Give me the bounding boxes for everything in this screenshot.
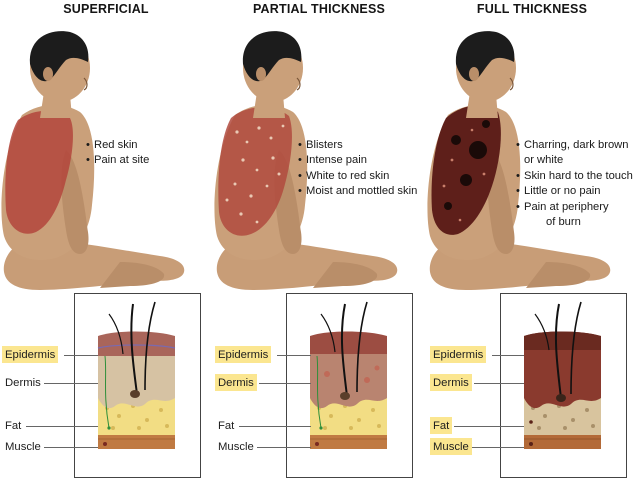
leader-line: [474, 383, 524, 384]
leader-line: [259, 383, 311, 384]
skin-cross-section-inset: [286, 293, 413, 478]
leader-line: [64, 355, 98, 356]
symptom-item: Moist and mottled skin: [298, 184, 417, 200]
leader-line: [454, 426, 524, 427]
burn-area: [218, 107, 292, 236]
label-fat: Fat: [218, 420, 235, 432]
label-fat: Fat: [430, 417, 453, 434]
panel-superficial: SUPERFICIAL Red skin Pain at site: [0, 0, 212, 479]
leader-line: [44, 383, 98, 384]
label-muscle: Muscle: [430, 438, 472, 455]
leader-line: [492, 355, 524, 356]
symptom-list: Red skin Pain at site: [86, 138, 149, 169]
label-muscle: Muscle: [218, 441, 254, 453]
panel-title: PARTIAL THICKNESS: [252, 2, 386, 16]
child-figure-full-thickness: [427, 31, 611, 290]
symptom-item: White to red skin: [298, 169, 417, 185]
skin-cross-section-diagram: [310, 301, 387, 449]
char-patches: [444, 120, 490, 210]
panel-partial-thickness: PARTIAL THICKNESS Blisters Intense pain …: [213, 0, 425, 479]
symptom-item: Skin hard to the touch: [516, 169, 633, 185]
panel-title: SUPERFICIAL: [63, 2, 149, 16]
child-figure-partial-thickness: [214, 31, 398, 290]
label-epidermis: Epidermis: [2, 346, 59, 363]
leader-line: [257, 447, 311, 448]
symptom-list: Charring, dark brown or white Skin hard …: [516, 138, 633, 230]
panel-full-thickness: FULL THICKNESS Charring, dark brown or w…: [426, 0, 638, 479]
symptom-item: Blisters: [298, 138, 417, 154]
skin-cross-section-diagram: [97, 301, 176, 449]
leader-line: [277, 355, 311, 356]
leader-line: [26, 426, 98, 427]
symptom-item: Intense pain: [298, 153, 417, 169]
label-dermis: Dermis: [5, 377, 41, 389]
leader-line: [472, 447, 524, 448]
label-dermis: Dermis: [430, 374, 472, 391]
skin-cross-section-inset: [74, 293, 201, 478]
symptom-item: Pain at periphery: [516, 200, 633, 216]
skin-cross-section-diagram: [524, 301, 601, 449]
symptom-item-continuation: or white: [524, 154, 564, 167]
panel-title: FULL THICKNESS: [476, 2, 588, 16]
label-muscle: Muscle: [5, 441, 41, 453]
label-dermis: Dermis: [215, 374, 257, 391]
symptom-list: Blisters Intense pain White to red skin …: [298, 138, 417, 200]
symptom-item: Little or no pain: [516, 184, 633, 200]
leader-line: [239, 426, 311, 427]
symptom-item-continuation: of burn: [546, 216, 581, 229]
label-epidermis: Epidermis: [215, 346, 272, 363]
symptom-item: Red skin: [86, 138, 149, 154]
leader-line: [44, 447, 98, 448]
burn-area: [5, 110, 73, 234]
label-fat: Fat: [5, 420, 22, 432]
symptom-item: Charring, dark brown: [516, 138, 633, 154]
blister-dots: [225, 124, 285, 224]
child-figure-superficial: [1, 31, 185, 290]
label-epidermis: Epidermis: [430, 346, 487, 363]
symptom-item: Pain at site: [86, 153, 149, 169]
skin-cross-section-inset: [500, 293, 627, 478]
